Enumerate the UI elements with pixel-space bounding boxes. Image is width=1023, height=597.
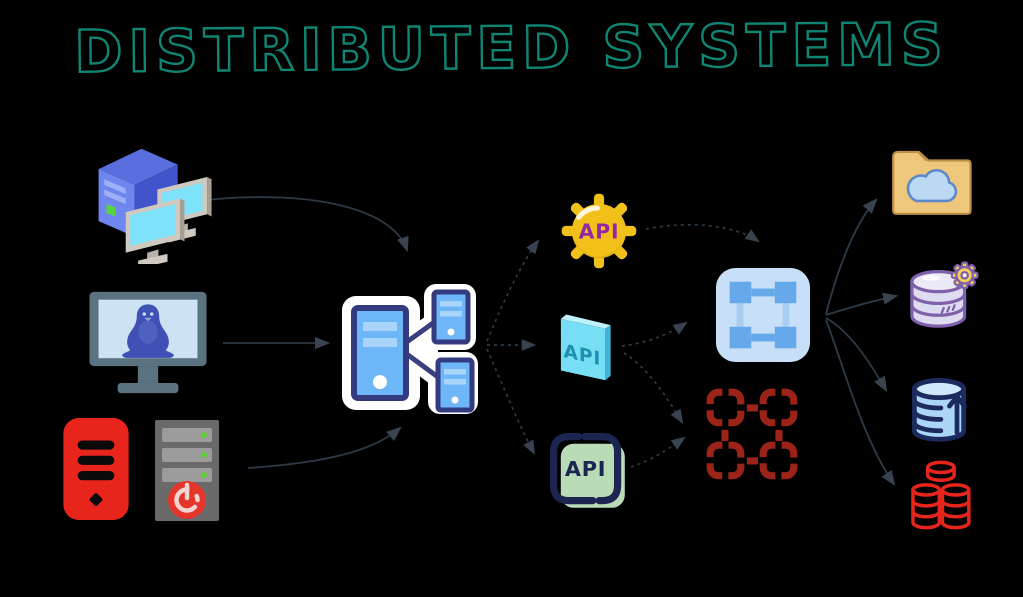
up-arrow-icon [947,394,967,435]
tux-penguin-icon [122,304,174,358]
arrow-gear-api-to-blue-cluster [645,223,760,243]
load-balancer-icon [338,282,478,414]
arrow-cluster-to-db-arrow [825,317,888,392]
arrow-cluster-to-coins [825,319,896,486]
linux-monitor-icon [85,288,211,398]
power-tower-icon [152,418,222,523]
database-arrow-icon [903,370,975,446]
gear-api-label: API [579,220,620,244]
gear-api-icon: API [556,192,642,270]
gear-icon [950,261,979,290]
arrow-slab-api-to-blue-cluster [621,321,688,347]
cloud-folder-icon [888,146,974,218]
computer-cluster-icon [85,142,215,264]
network-cluster-red-icon [700,386,806,488]
coin-stacks-icon [906,450,982,540]
cyan-api-icon: API [552,310,616,390]
arrow-workstations-to-lb [205,196,409,253]
arrow-cluster-to-db-gear [825,292,899,316]
arrow-slab-api-to-red-cluster [623,352,684,424]
red-server-icon [60,415,132,523]
database-gear-icon [900,258,982,338]
arrow-lb-to-bracket-api [486,348,536,455]
arrow-servers-to-lb [247,426,402,469]
arrow-lb-to-gear-api [486,239,540,342]
bracket-api-label: API [565,457,606,481]
arrow-cluster-to-folder [825,198,878,315]
green-api-icon: API [548,427,628,515]
power-button-icon [168,481,206,519]
network-cluster-blue-icon [714,265,812,365]
arrow-bracket-api-to-red-cluster [630,436,686,468]
